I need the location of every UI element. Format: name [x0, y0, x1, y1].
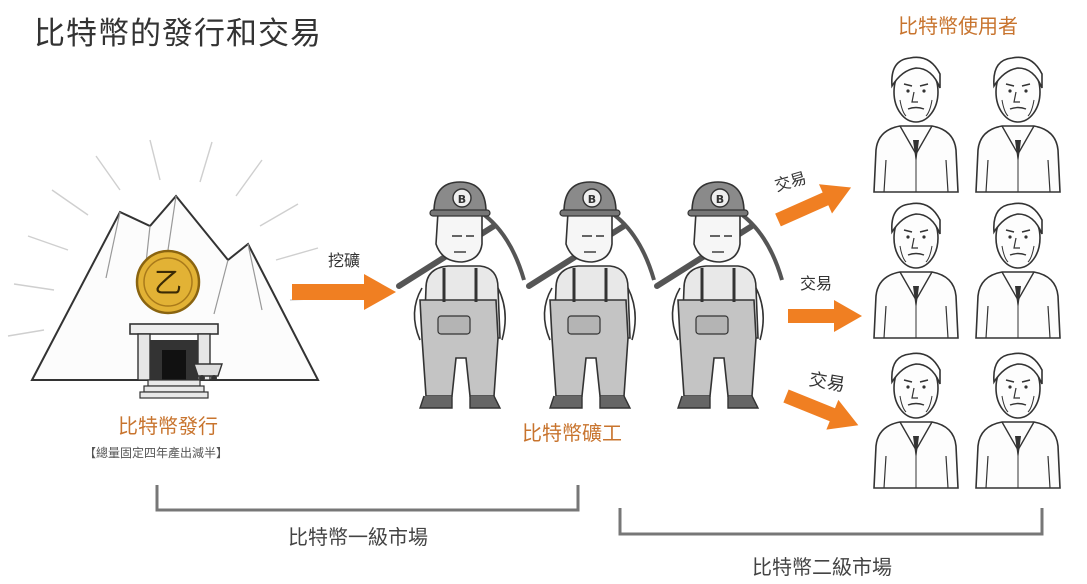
- miner-figure-1: B: [399, 182, 524, 408]
- miners-label: 比特幣礦工: [522, 421, 622, 445]
- trade-arrow-down-icon: [783, 389, 859, 430]
- issuance-note: 【總量固定四年產出減半】: [84, 446, 229, 460]
- secondary-market-bracket: [618, 508, 1044, 536]
- miner-figure-2: B: [529, 182, 654, 408]
- coin-symbol: 乙: [154, 266, 182, 299]
- helmet-bitcoin-icon: B: [458, 193, 466, 206]
- user-figure-2: [975, 56, 1061, 193]
- miner-figure-3: B: [657, 182, 782, 408]
- trade-label-2: 交易: [800, 274, 832, 293]
- trade-label-1: 交易: [772, 168, 808, 195]
- user-figure-5: [873, 352, 959, 489]
- users-label: 比特幣使用者: [898, 14, 1018, 38]
- page-title: 比特幣的發行和交易: [34, 16, 322, 52]
- user-figure-1: [873, 56, 959, 193]
- helmet-bitcoin-icon: B: [716, 193, 724, 206]
- issuance-label: 比特幣發行: [118, 414, 218, 438]
- trade-arrow-up-icon: [775, 184, 852, 227]
- mining-arrow-icon: [292, 274, 396, 310]
- user-figure-6: [975, 352, 1061, 489]
- user-figure-3: [873, 202, 959, 339]
- primary-market-label: 比特幣一級市場: [288, 525, 428, 549]
- bitcoin-coin-icon: [135, 249, 201, 315]
- primary-market-bracket: [155, 485, 580, 512]
- trade-arrow-middle-icon: [788, 300, 862, 332]
- user-figure-4: [975, 202, 1061, 339]
- helmet-bitcoin-icon: B: [588, 193, 596, 206]
- user-figures: [873, 56, 1061, 489]
- mining-label: 挖礦: [328, 251, 360, 270]
- trade-label-3: 交易: [807, 369, 846, 396]
- secondary-market-label: 比特幣二級市場: [752, 555, 892, 579]
- mountain-illustration: 乙: [7, 139, 327, 399]
